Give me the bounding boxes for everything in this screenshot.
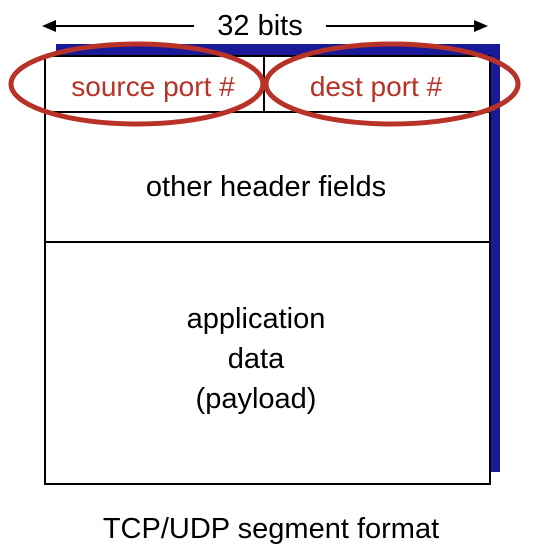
dest-port-label: dest port # bbox=[310, 71, 443, 102]
source-port-label: source port # bbox=[71, 71, 235, 102]
dest-port-highlight bbox=[263, 41, 521, 127]
other-header-fields-label: other header fields bbox=[146, 171, 386, 203]
source-port-highlight bbox=[8, 41, 266, 127]
width-arrow-left-head bbox=[42, 20, 56, 32]
width-label: 32 bits bbox=[217, 10, 302, 42]
segment-box bbox=[44, 55, 491, 485]
diagram-caption: TCP/UDP segment format bbox=[103, 513, 439, 545]
width-arrow-right-head bbox=[474, 20, 488, 32]
payload-line-3: (payload) bbox=[196, 383, 317, 415]
payload-line-2: data bbox=[228, 343, 285, 375]
payload-line-1: application bbox=[187, 303, 326, 335]
width-arrow: 32 bits bbox=[42, 10, 488, 42]
